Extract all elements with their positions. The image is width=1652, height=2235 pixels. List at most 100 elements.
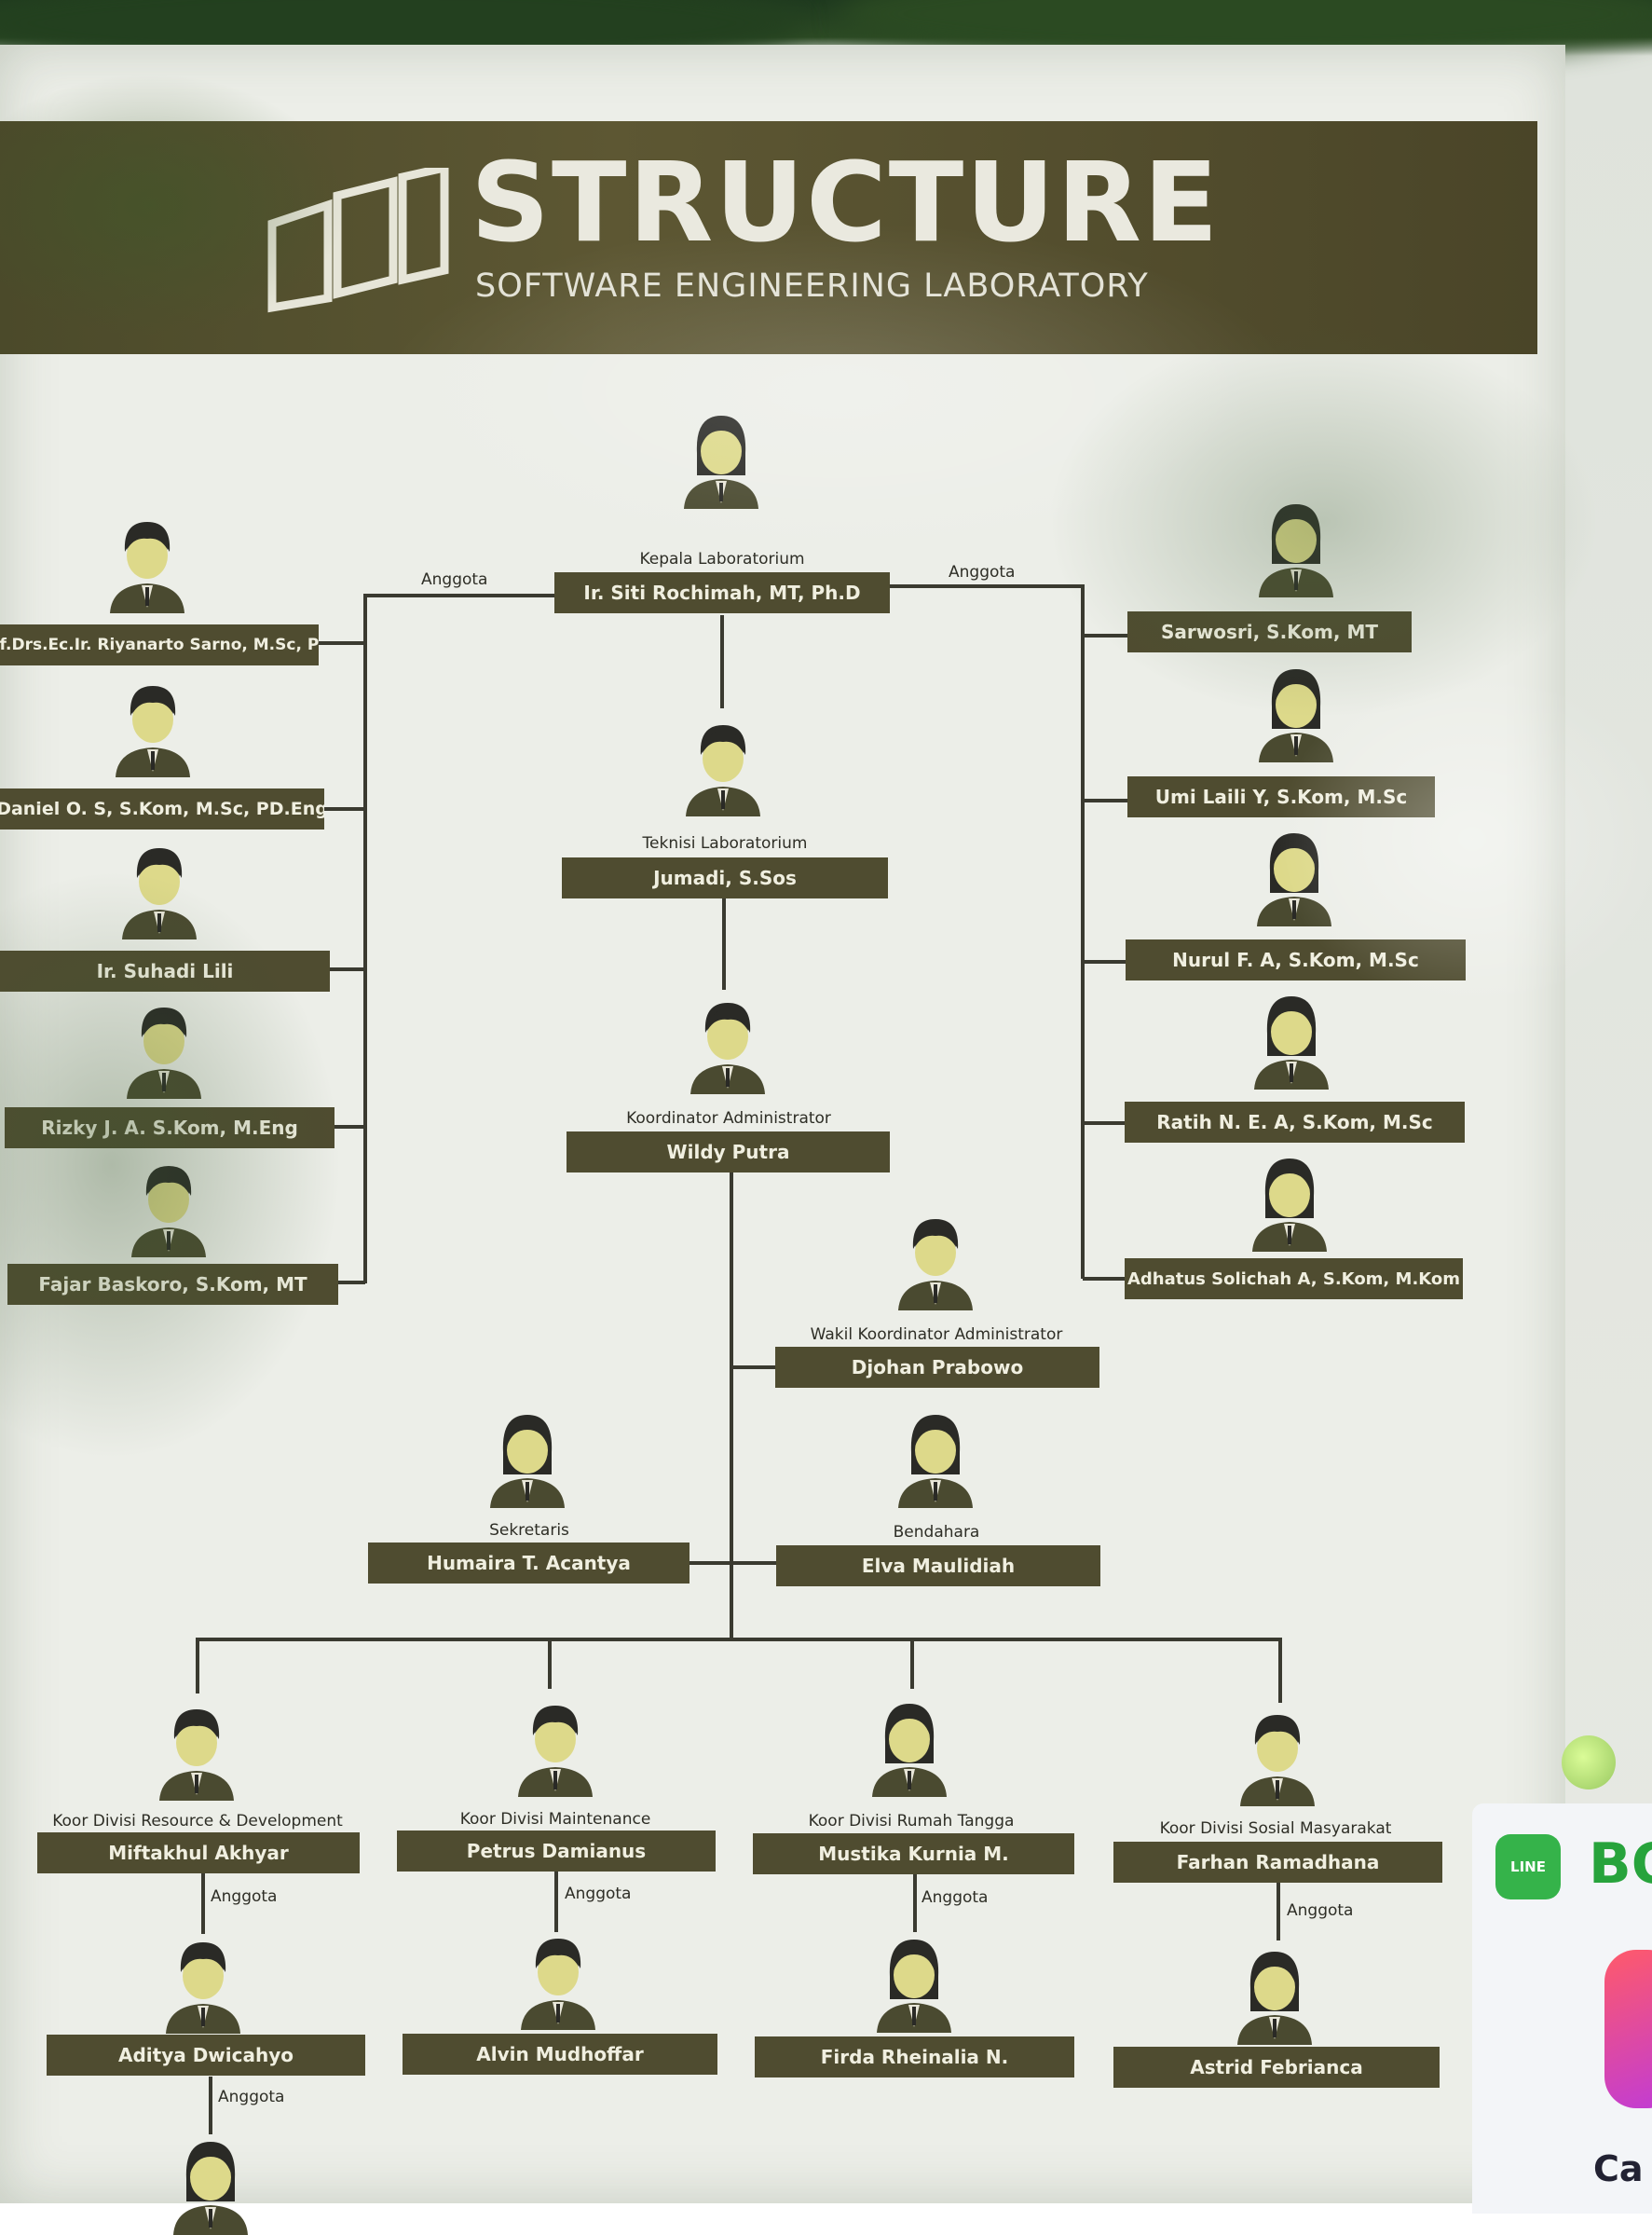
app-icon-fragment — [1604, 1950, 1652, 2108]
division-1-role: Koor Divisi Resource & Development — [52, 1812, 343, 1831]
teknisi-name-bar: Jumadi, S.Sos — [562, 857, 888, 898]
person-avatar-icon — [490, 1415, 565, 1508]
connector-right-1 — [1083, 634, 1129, 638]
person-avatar-icon — [690, 1003, 765, 1094]
connector-head-teknisi — [720, 615, 724, 708]
person-avatar-icon — [173, 2142, 248, 2235]
connector-right-4 — [1083, 1121, 1127, 1125]
person-avatar-icon — [1259, 669, 1333, 762]
person-avatar-icon — [1257, 833, 1331, 926]
right-member-3: Nurul F. A, S.Kom, M.Sc — [1126, 939, 1466, 980]
connector-teknisi-koor — [722, 897, 726, 990]
division-2-name-bar: Petrus Damianus — [397, 1831, 716, 1872]
person-avatar-icon — [1252, 1159, 1327, 1252]
anggota-label-div1-2: Anggota — [218, 2088, 285, 2106]
teknisi-role: Teknisi Laboratorium — [642, 834, 808, 853]
person-avatar-icon — [122, 848, 197, 939]
anggota-label-div3: Anggota — [922, 1888, 989, 1907]
division-2-member-bar: Alvin Mudhoffar — [403, 2034, 717, 2075]
connector-left-top — [363, 594, 559, 597]
sekretaris-role: Sekretaris — [489, 1521, 569, 1540]
person-avatar-icon — [116, 686, 190, 777]
poster-header-band — [0, 121, 1537, 354]
division-2-role: Koor Divisi Maintenance — [459, 1810, 651, 1829]
division-3-member-bar: Firda Rheinalia N. — [755, 2036, 1074, 2077]
anggota-label-div2: Anggota — [565, 1885, 632, 1903]
left-member-2: Daniel O. S, S.Kom, M.Sc, PD.Eng — [0, 788, 324, 830]
bendahara-name-bar: Elva Maulidiah — [776, 1545, 1100, 1586]
connector-left-2 — [321, 807, 365, 811]
person-avatar-icon — [127, 1008, 201, 1099]
connector-right-3 — [1083, 960, 1127, 964]
lab-logo-icon — [267, 168, 449, 313]
connector-div-1 — [196, 1638, 199, 1693]
connector-div-3 — [910, 1638, 914, 1689]
person-avatar-icon — [686, 725, 760, 816]
sekretaris-name-bar: Humaira T. Acantya — [368, 1543, 689, 1584]
sign-heading-fragment: BO — [1589, 1831, 1652, 1897]
anggota-label-left: Anggota — [421, 570, 488, 589]
division-4-member-bar: Astrid Febrianca — [1113, 2047, 1440, 2088]
person-avatar-icon — [877, 1940, 951, 2033]
division-1-member-bar: Aditya Dwicahyo — [47, 2035, 365, 2076]
connector-div-2 — [548, 1638, 552, 1689]
right-member-1: Sarwosri, S.Kom, MT — [1127, 611, 1412, 652]
division-3-role: Koor Divisi Rumah Tangga — [808, 1812, 1015, 1831]
bendahara-role: Bendahara — [893, 1523, 980, 1542]
anggota-label-div4: Anggota — [1287, 1901, 1354, 1920]
person-avatar-icon — [166, 1942, 240, 2034]
connector-div2-member — [554, 1872, 558, 1932]
connector-div4-member — [1277, 1883, 1280, 1940]
person-avatar-icon — [872, 1704, 947, 1797]
division-1-name-bar: Miftakhul Akhyar — [37, 1832, 360, 1873]
connector-left-3 — [328, 967, 365, 971]
sign-caption-fragment: Ca — [1593, 2148, 1644, 2189]
left-member-4: Rizky J. A. S.Kom, M.Eng — [5, 1107, 334, 1148]
connector-sek-bend — [688, 1561, 777, 1565]
anggota-label-div1: Anggota — [211, 1887, 278, 1906]
connector-koor-spine — [730, 1171, 733, 1641]
left-member-3: Ir. Suhadi Lili — [0, 951, 330, 992]
person-avatar-icon — [521, 1939, 595, 2030]
connector-right-vertical — [1081, 584, 1085, 1279]
connector-div1-member — [201, 1873, 205, 1934]
connector-right-2 — [1083, 799, 1129, 802]
connector-right-5 — [1083, 1277, 1127, 1281]
connector-left-5 — [335, 1281, 365, 1284]
person-avatar-icon — [110, 522, 184, 613]
person-avatar-icon — [898, 1415, 973, 1508]
poster-title: STRUCTURE — [471, 138, 1221, 267]
poster-subtitle: SOFTWARE ENGINEERING LABORATORY — [475, 267, 1149, 305]
connector-div3-member — [913, 1874, 917, 1932]
person-avatar-icon — [518, 1706, 593, 1797]
division-4-role: Koor Divisi Sosial Masyarakat — [1159, 1819, 1392, 1838]
head-name-bar: Ir. Siti Rochimah, MT, Ph.D — [554, 572, 890, 613]
wakil-name-bar: Djohan Prabowo — [775, 1347, 1099, 1388]
connector-left-vertical — [363, 594, 367, 1283]
connector-divisions — [196, 1638, 1281, 1641]
connector-wakil — [731, 1365, 778, 1369]
division-3-name-bar: Mustika Kurnia M. — [753, 1833, 1074, 1874]
anggota-label-right: Anggota — [949, 563, 1016, 582]
person-avatar-icon — [1237, 1952, 1312, 2045]
person-avatar-icon — [159, 1709, 234, 1801]
connector-left-1 — [317, 641, 365, 645]
division-4-name-bar: Farhan Ramadhana — [1113, 1842, 1442, 1883]
connector-div-4 — [1278, 1638, 1282, 1703]
head-role: Kepala Laboratorium — [639, 550, 805, 569]
left-member-1: Prof.Drs.Ec.Ir. Riyanarto Sarno, M.Sc, P… — [0, 624, 319, 665]
green-pushpin — [1562, 1735, 1616, 1789]
connector-div1-member2 — [209, 2077, 212, 2134]
wakil-role: Wakil Koordinator Administrator — [810, 1325, 1063, 1344]
person-avatar-icon — [898, 1219, 973, 1310]
person-avatar-icon — [1259, 504, 1333, 597]
left-member-5: Fajar Baskoro, S.Kom, MT — [7, 1264, 338, 1305]
right-member-2: Umi Laili Y, S.Kom, M.Sc — [1127, 776, 1435, 817]
person-avatar-icon — [131, 1166, 206, 1257]
koordinator-role: Koordinator Administrator — [626, 1109, 831, 1128]
right-member-5: Adhatus Solichah A, S.Kom, M.Kom — [1125, 1258, 1463, 1299]
person-avatar-icon — [1240, 1715, 1315, 1806]
connector-left-4 — [332, 1125, 365, 1129]
person-avatar-icon — [1254, 996, 1329, 1090]
